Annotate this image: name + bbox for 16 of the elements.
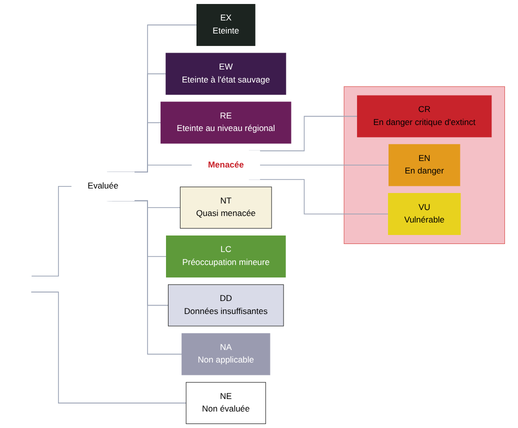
connector	[31, 186, 72, 277]
connector	[132, 164, 192, 172]
node-box: NA Non applicable	[182, 333, 270, 376]
connector	[259, 164, 390, 166]
node-box: EX Eteinte	[196, 4, 256, 46]
node-box: RE Eteinte au niveau régional	[160, 102, 292, 144]
node-box: CR En danger critique d'extinct	[357, 95, 492, 138]
node-box: NE Non évaluée	[186, 382, 266, 424]
node-box: EW Eteinte à l'état sauvage	[166, 52, 286, 95]
node-box: LC Préoccupation mineure	[166, 236, 286, 278]
node-box: VU Vulnérable	[388, 193, 461, 235]
cluster	[344, 86, 505, 244]
connector	[30, 292, 187, 404]
node-box: EN En danger	[388, 144, 460, 186]
node-box: NT Quasi menacée	[180, 186, 272, 229]
node-box: DD Données insuffisantes	[168, 284, 284, 326]
